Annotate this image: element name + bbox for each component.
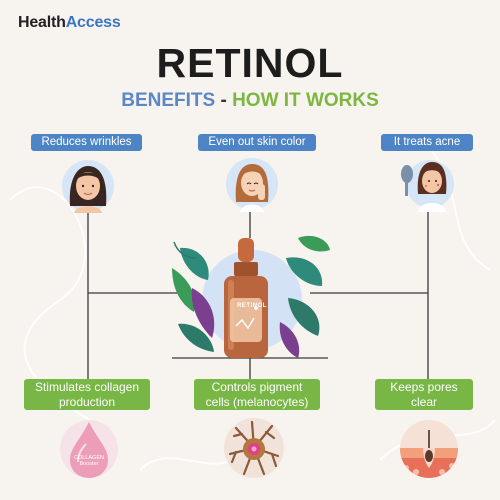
melanocyte-cell-icon xyxy=(224,418,284,478)
benefit-collagen-line1: Stimulates collagen xyxy=(34,379,140,394)
benefit-label-even-skin-color: Even out skin color xyxy=(198,134,316,151)
retinol-bottle-illustration xyxy=(172,235,330,358)
benefit-label-treats-acne: It treats acne xyxy=(381,134,473,151)
collagen-drop-line2: Booster xyxy=(79,461,99,467)
collagen-drop-line1: COLLAGEN xyxy=(74,455,104,461)
page-subtitle: BENEFITS - HOW IT WORKS xyxy=(0,90,500,112)
woman-face-icon xyxy=(62,160,114,213)
benefit-pores-line1: Keeps pores xyxy=(390,379,458,394)
woman-touching-face-icon xyxy=(226,158,278,212)
collagen-drop-icon xyxy=(60,420,118,478)
benefit-label-reduces-wrinkles: Reduces wrinkles xyxy=(31,134,142,151)
leaf-icon xyxy=(180,247,209,280)
benefit-pigment-line2: cells (melanocytes) xyxy=(205,394,309,409)
subtitle-benefits: BENEFITS xyxy=(121,90,216,111)
brand-part-health: Health xyxy=(18,14,66,31)
skin-pore-icon xyxy=(400,420,458,478)
subtitle-how-it-works: HOW IT WORKS xyxy=(232,90,379,111)
benefit-pores-line2: clear xyxy=(410,394,437,409)
page-title: RETINOL xyxy=(156,40,344,86)
benefit-pigment-line1: Controls pigment xyxy=(211,379,303,394)
bottle-label: RETINOL xyxy=(237,303,267,309)
woman-with-mirror-icon xyxy=(401,160,454,212)
subtitle-separator: - xyxy=(220,90,227,111)
collagen-drop-label: COLLAGEN Booster xyxy=(63,455,115,467)
brand-part-access: Access xyxy=(65,14,121,31)
brand-logo[interactable]: HealthAccess xyxy=(18,14,121,32)
benefit-collagen-line2: production xyxy=(58,394,116,409)
